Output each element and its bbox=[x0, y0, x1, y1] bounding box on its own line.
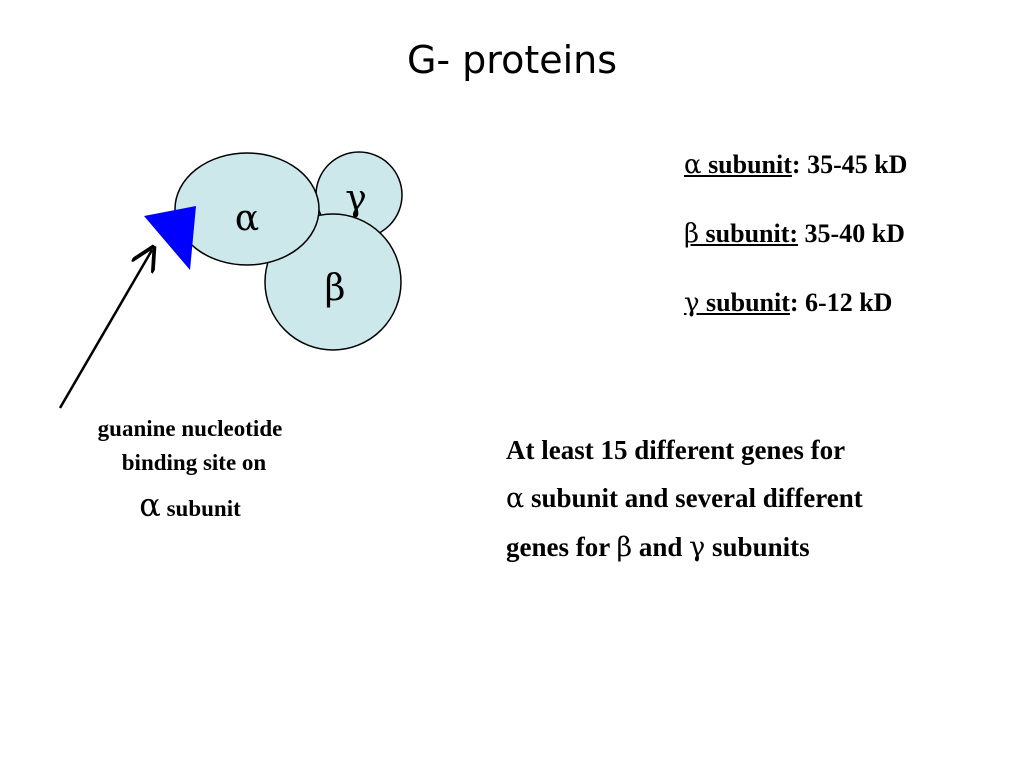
genes-beta-symbol: β bbox=[616, 532, 633, 563]
gamma-symbol: γ bbox=[684, 288, 700, 318]
gamma-weight-value: : 6-12 kD bbox=[789, 288, 893, 317]
alpha-subunit-shape bbox=[174, 152, 320, 266]
caption-line-2: binding site on bbox=[121, 450, 267, 475]
binding-site-triangle-icon bbox=[144, 206, 196, 270]
caption-subunit-text: subunit bbox=[160, 496, 241, 521]
gamma-subunit-label: γ bbox=[345, 178, 367, 219]
alpha-subunit-weight: α subunit: 35-45 kD bbox=[684, 148, 907, 217]
beta-subunit-term: subunit: bbox=[699, 219, 799, 248]
caption-line-1: guanine nucleotide bbox=[97, 416, 283, 441]
beta-subunit-weight: β subunit: 35-40 kD bbox=[684, 217, 907, 286]
alpha-subunit-label: α bbox=[235, 198, 259, 239]
binding-site-caption: guanine nucleotide binding site on α sub… bbox=[60, 412, 320, 526]
genes-gamma-symbol: γ bbox=[689, 532, 706, 563]
alpha-weight-value: : 35-45 kD bbox=[791, 150, 908, 179]
beta-weight-value: 35-40 kD bbox=[798, 219, 905, 248]
beta-symbol: β bbox=[684, 219, 700, 249]
genes-line-3-end: subunits bbox=[705, 532, 810, 562]
gamma-subunit-weight: γ subunit: 6-12 kD bbox=[684, 286, 907, 355]
beta-subunit-label: β bbox=[325, 268, 346, 309]
genes-line-2-text: subunit and several different bbox=[524, 483, 863, 513]
genes-line-1: At least 15 different genes for bbox=[506, 435, 846, 465]
subunit-weights-list: α subunit: 35-45 kD β subunit: 35-40 kD … bbox=[684, 148, 907, 355]
caption-alpha-symbol: α bbox=[139, 486, 161, 524]
genes-alpha-symbol: α bbox=[506, 483, 525, 514]
caption-line-3: α subunit bbox=[60, 488, 320, 526]
gamma-subunit-term: subunit bbox=[699, 288, 790, 317]
genes-note: At least 15 different genes for α subuni… bbox=[506, 426, 986, 572]
page-title: G- proteins bbox=[406, 38, 618, 82]
genes-line-3-start: genes for bbox=[506, 532, 617, 562]
binding-site-arrow bbox=[58, 250, 152, 409]
alpha-symbol: α bbox=[684, 150, 702, 180]
alpha-subunit-term: subunit bbox=[701, 150, 792, 179]
genes-line-3: genes for β and γ subunits bbox=[506, 523, 986, 572]
genes-line-2: α subunit and several different bbox=[506, 474, 986, 523]
genes-line-3-and: and bbox=[632, 532, 690, 562]
